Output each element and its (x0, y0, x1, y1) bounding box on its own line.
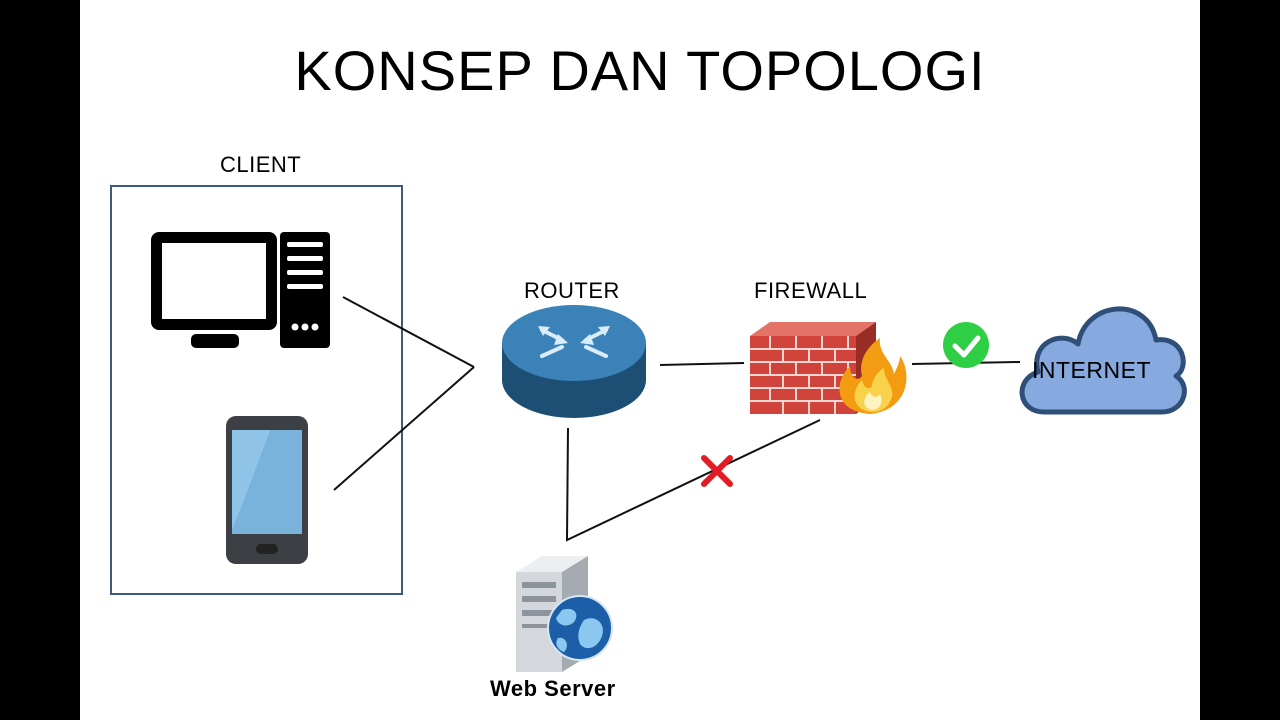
web-server-icon (516, 556, 613, 672)
link-router-server (565, 419, 821, 542)
connection-lines (333, 296, 1021, 542)
client-label: CLIENT (220, 152, 302, 177)
client-group-box (110, 185, 403, 595)
firewall-label: FIREWALL (754, 278, 868, 303)
link-phone-router (333, 366, 475, 491)
internet-label: INTERNET (1032, 357, 1151, 383)
web-server-label: Web Server (490, 676, 616, 701)
smartphone-icon (226, 416, 308, 564)
link-pc-router (342, 296, 475, 368)
internet-cloud-icon (1019, 306, 1187, 415)
firewall-icon (750, 322, 907, 414)
desktop-pc-icon (151, 232, 330, 348)
fire-icon (839, 338, 907, 414)
page-title: KONSEP DAN TOPOLOGI (294, 39, 986, 102)
link-router-firewall (659, 362, 745, 366)
slide: KONSEP DAN TOPOLOGI CLIENT (80, 0, 1200, 720)
blocked-cross-icon (701, 455, 733, 487)
topology-diagram (151, 232, 1187, 672)
router-icon (502, 305, 646, 418)
globe-icon (547, 595, 613, 661)
router-label: ROUTER (524, 278, 620, 303)
allowed-check-icon (943, 322, 989, 368)
